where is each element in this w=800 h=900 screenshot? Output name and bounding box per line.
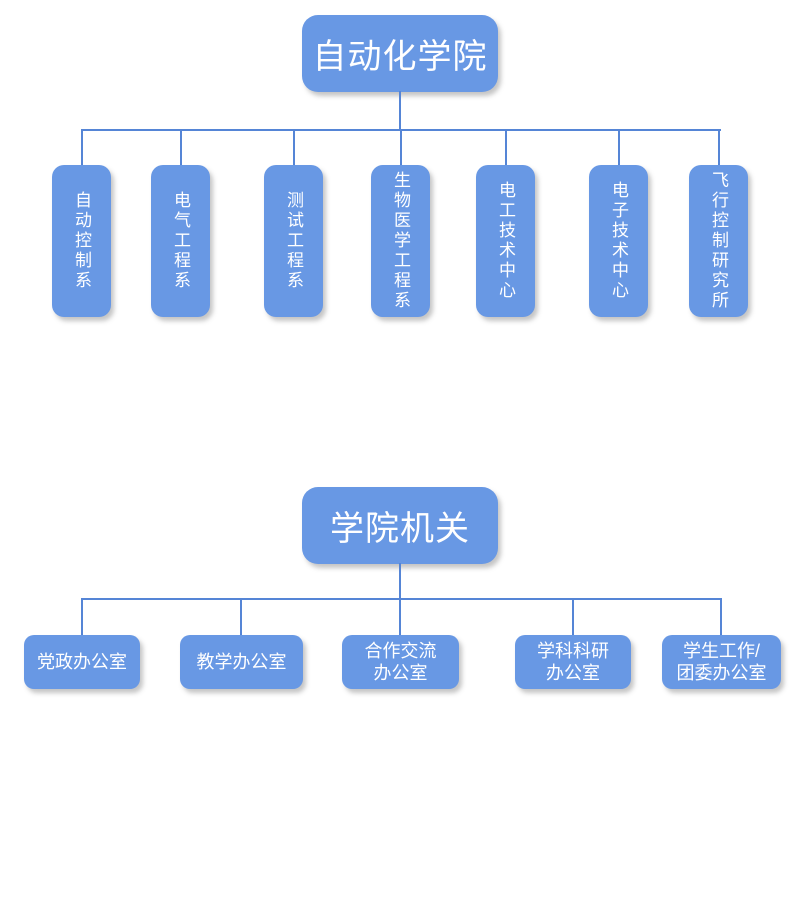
connector-horizontal-bar [81,129,721,131]
dept-box-automatic-control: 自动控制系 [52,165,111,317]
office-box-teaching: 教学办公室 [180,635,303,689]
connector-horizontal-bar [81,598,722,600]
office-box-cooperation-exchange: 合作交流 办公室 [342,635,459,689]
automation-college-root-box: 自动化学院 [302,15,498,92]
connector-drop [505,131,507,165]
connector-stem [399,563,401,599]
dept-label: 电工技术中心 [496,181,515,301]
connector-drop [572,600,574,635]
connector-drop [400,131,402,165]
dept-box-flight-control-institute: 飞行控制研究所 [689,165,748,317]
dept-box-electrical-engineering: 电气工程系 [151,165,210,317]
dept-label: 测试工程系 [284,191,303,291]
dept-box-electronic-tech-center: 电子技术中心 [589,165,648,317]
dept-label: 自动控制系 [72,191,91,291]
connector-stem [399,91,401,131]
connector-drop [718,131,720,165]
dept-label: 电子技术中心 [609,181,628,301]
connector-drop [81,600,83,635]
connector-drop [240,600,242,635]
office-box-discipline-research: 学科科研 办公室 [515,635,631,689]
college-offices-root-box: 学院机关 [302,487,498,564]
connector-drop [618,131,620,165]
dept-box-testing-engineering: 测试工程系 [264,165,323,317]
dept-box-biomedical-engineering: 生物医学工程系 [371,165,430,317]
dept-label: 生物医学工程系 [391,171,410,311]
connector-drop [293,131,295,165]
office-box-party-government: 党政办公室 [24,635,140,689]
dept-label: 电气工程系 [171,191,190,291]
connector-drop [720,600,722,635]
dept-box-electrician-tech-center: 电工技术中心 [476,165,535,317]
office-box-student-work-youth-league: 学生工作/ 团委办公室 [662,635,781,689]
connector-drop [180,131,182,165]
connector-drop [399,600,401,635]
connector-drop [81,131,83,165]
dept-label: 飞行控制研究所 [709,171,728,311]
